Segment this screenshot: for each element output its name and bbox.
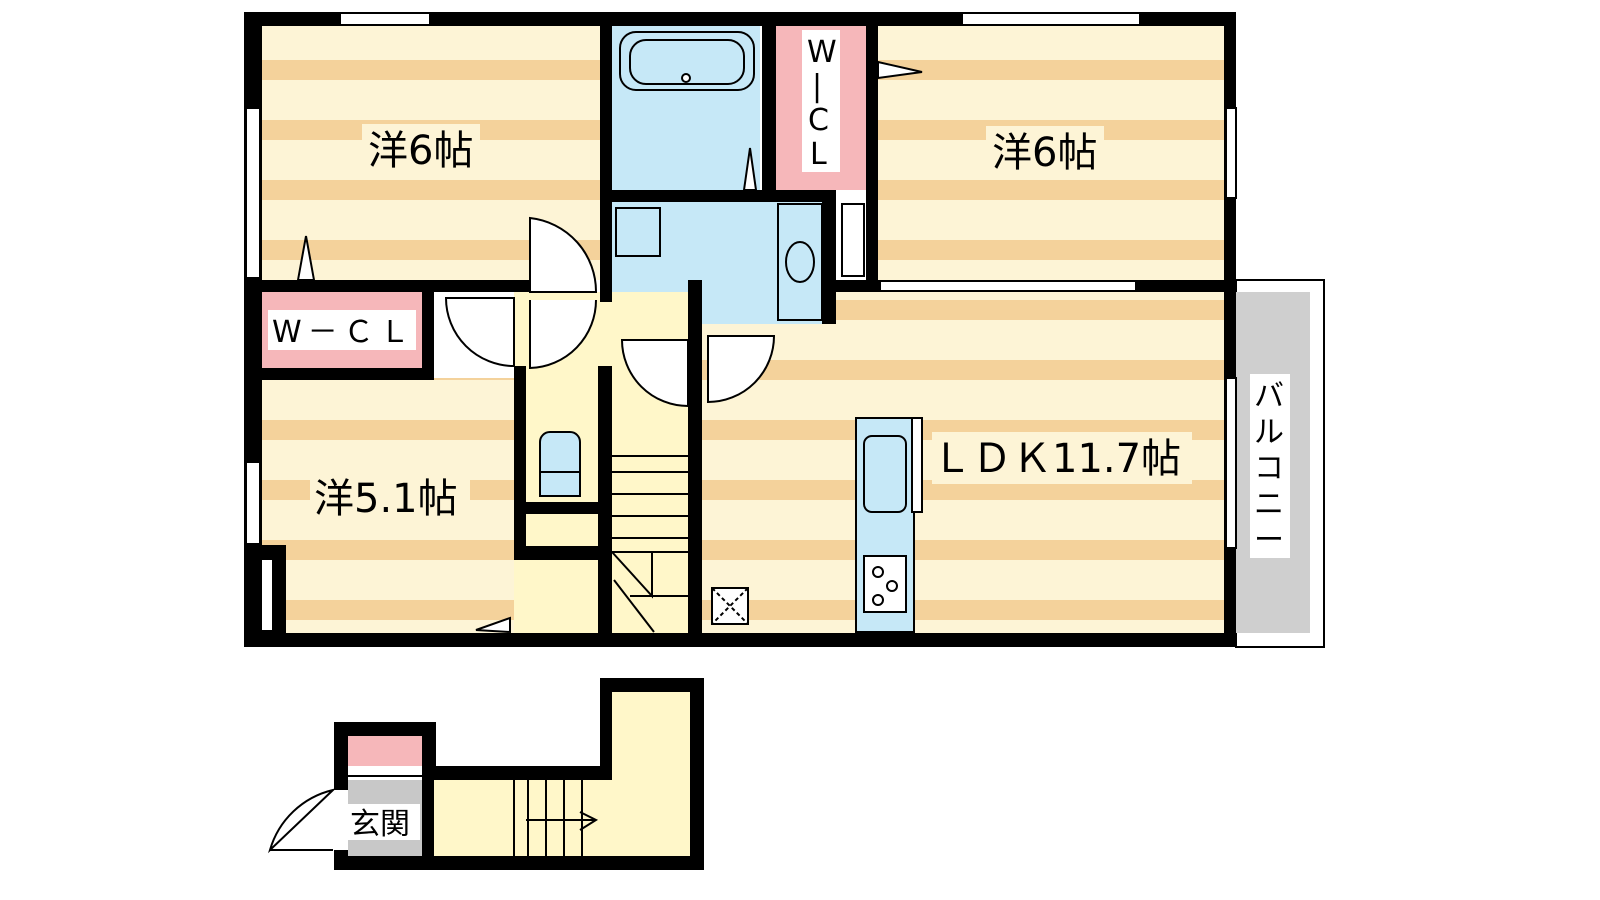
label-wcl-v-1: W <box>807 35 837 70</box>
label-western-nw: 洋6帖 <box>368 128 473 174</box>
label-ldk: ＬＤＫ11.7帖 <box>932 436 1181 482</box>
label-balcony-5: ー <box>1254 523 1284 558</box>
doors <box>268 60 923 854</box>
label-western-ne: 洋6帖 <box>992 130 1097 176</box>
label-wcl-v-3: C <box>808 103 829 138</box>
label-balcony-2: ル <box>1254 415 1284 450</box>
label-wcl-v-2: | <box>812 69 822 104</box>
label-western-sw: 洋5.1帖 <box>314 476 458 522</box>
label-wcl-v-4: L <box>810 137 827 172</box>
label-balcony-3: コ <box>1254 451 1284 486</box>
wall-niche-ne <box>841 203 865 277</box>
fixtures <box>539 31 923 633</box>
wall-niche <box>262 560 272 630</box>
label-entrance: 玄関 <box>350 807 410 842</box>
stairs-upper <box>611 455 688 633</box>
label-wcl-horizontal: W－ＣＬ <box>272 315 416 350</box>
label-balcony-1: バ <box>1254 379 1284 414</box>
windows <box>245 12 1237 549</box>
labels: 洋6帖 洋6帖 洋5.1帖 ＬＤＫ11.7帖 W－ＣＬ W | C L バ ル … <box>268 30 1290 842</box>
washing-machine <box>615 207 661 257</box>
label-balcony-4: ニ <box>1254 487 1284 522</box>
